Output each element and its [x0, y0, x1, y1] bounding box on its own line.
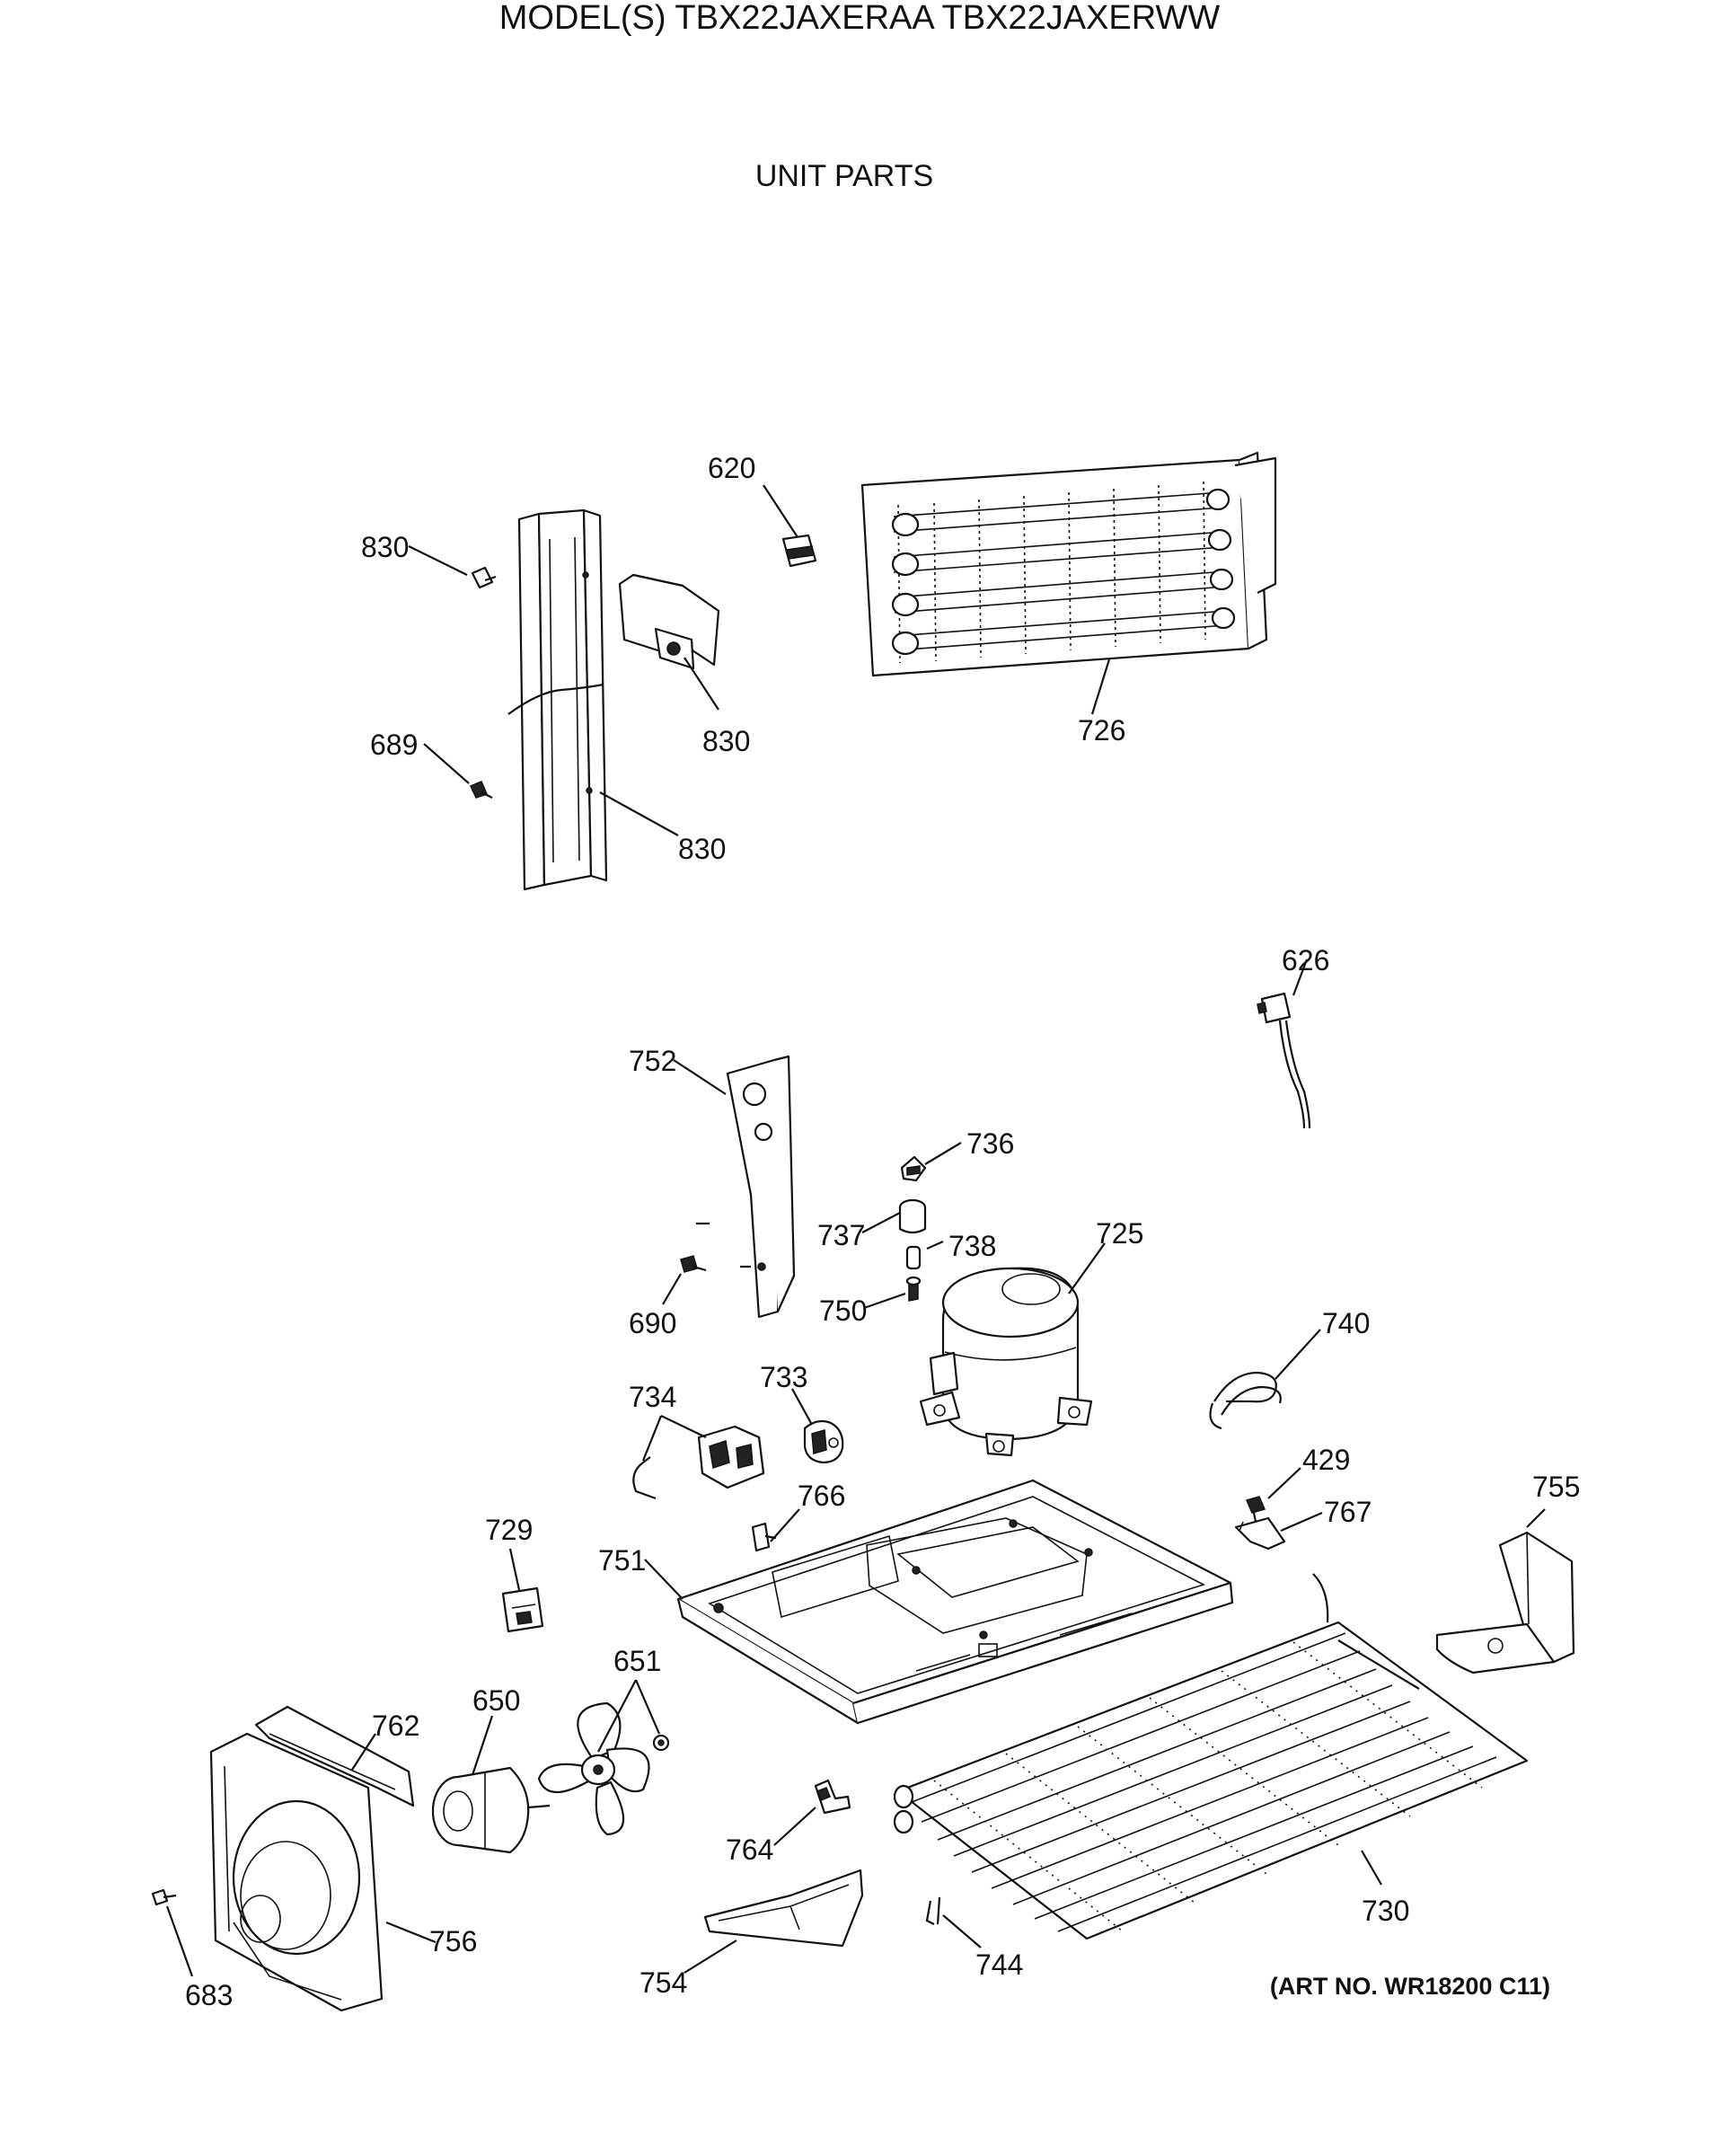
fan-motor-650 — [431, 1766, 551, 1854]
callout-766: 766 — [798, 1480, 845, 1512]
fan-shroud-756 — [209, 1732, 384, 2012]
callout-830-relay: 830 — [702, 725, 750, 757]
capacitor-729 — [501, 1586, 544, 1633]
callout-689: 689 — [370, 729, 418, 761]
start-relay-734 — [632, 1425, 765, 1500]
fan-blade-651 — [537, 1701, 650, 1836]
wire-clip-740 — [1209, 1371, 1282, 1430]
screw-690 — [680, 1255, 751, 1273]
callout-734: 734 — [629, 1381, 676, 1413]
callout-762: 762 — [372, 1710, 419, 1742]
callout-752: 752 — [629, 1045, 676, 1077]
callout-744: 744 — [975, 1948, 1023, 1981]
condenser-grid-730 — [893, 1573, 1529, 1940]
vertical-channel-bracket — [507, 508, 608, 891]
callout-620: 620 — [708, 452, 755, 484]
clip-764 — [814, 1779, 851, 1815]
clip-744 — [925, 1896, 941, 1925]
condenser-coil — [860, 451, 1277, 677]
section-title: UNIT PARTS — [755, 159, 933, 193]
bracket-767 — [1234, 1516, 1286, 1551]
callout-750: 750 — [819, 1294, 867, 1327]
relay-block — [618, 573, 720, 670]
callout-730: 730 — [1362, 1895, 1409, 1927]
screw-683 — [151, 1888, 177, 1906]
power-cord-626 — [1257, 992, 1311, 1129]
model-title: MODEL(S) TBX22JAXERAA TBX22JAXERWW — [499, 0, 1221, 37]
callout-737: 737 — [817, 1219, 865, 1251]
callout-736: 736 — [966, 1127, 1014, 1160]
fan-nut-651 — [652, 1734, 670, 1752]
callout-754: 754 — [639, 1966, 687, 1999]
callout-683: 683 — [185, 1979, 233, 2011]
screw-830-upper — [471, 566, 497, 589]
screw-429 — [1245, 1496, 1266, 1523]
callout-729: 729 — [485, 1514, 533, 1546]
callout-755: 755 — [1532, 1471, 1580, 1503]
callout-830-screw: 830 — [361, 531, 409, 563]
shroud-gasket-762 — [254, 1705, 415, 1807]
leader-lines — [165, 484, 1382, 1977]
callout-690: 690 — [629, 1307, 676, 1339]
compressor-bracket — [696, 1055, 796, 1319]
callout-830-channel: 830 — [678, 833, 726, 865]
callout-764: 764 — [726, 1833, 773, 1866]
callout-651: 651 — [613, 1645, 661, 1677]
callout-726: 726 — [1078, 714, 1125, 747]
overload-733 — [803, 1419, 844, 1464]
callout-733: 733 — [760, 1361, 807, 1393]
clip-620 — [781, 534, 817, 568]
callout-767: 767 — [1324, 1496, 1372, 1528]
base-pan-751 — [676, 1479, 1234, 1725]
callout-751: 751 — [598, 1544, 646, 1577]
mounting-grommets — [898, 1155, 927, 1302]
callout-650: 650 — [472, 1684, 520, 1717]
drain-pan-754 — [703, 1869, 864, 1948]
callout-756: 756 — [429, 1925, 477, 1957]
callout-740: 740 — [1322, 1307, 1370, 1339]
clip-766 — [751, 1522, 777, 1552]
compressor — [919, 1267, 1093, 1457]
art-number: (ART NO. WR18200 C11) — [1270, 1973, 1550, 2000]
callout-738: 738 — [948, 1230, 996, 1262]
corner-bracket-755 — [1435, 1508, 1575, 1674]
callout-725: 725 — [1096, 1217, 1143, 1250]
callout-626: 626 — [1282, 944, 1329, 976]
screw-689 — [469, 781, 493, 799]
callout-429: 429 — [1302, 1444, 1350, 1476]
coil-tubes — [891, 481, 1236, 664]
